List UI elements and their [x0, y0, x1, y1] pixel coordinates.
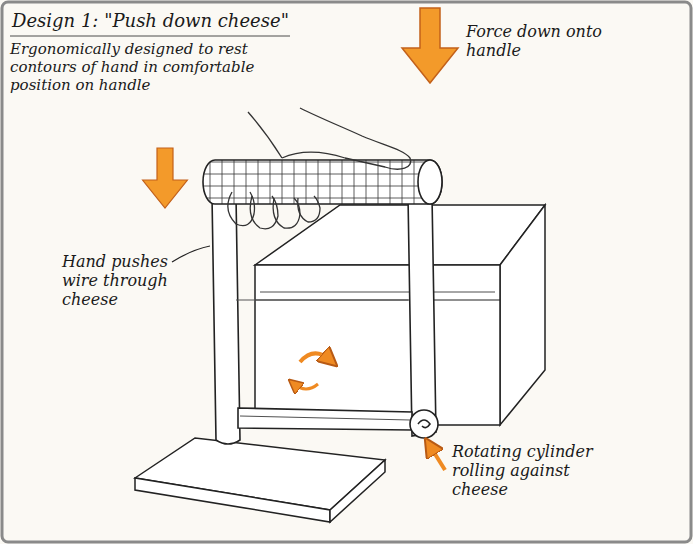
wire-note: Hand pushes wire through cheese [62, 252, 174, 310]
design-note: Ergonomically designed to rest contours … [10, 40, 300, 94]
cylinder-note: Rotating cylinder rolling against cheese [452, 442, 622, 500]
force-note: Force down onto handle [466, 22, 616, 60]
handle-frame [212, 196, 438, 444]
sketch-title: Design 1: "Push down cheese" [12, 10, 289, 32]
cheese-block [255, 205, 545, 425]
handle-grip [203, 160, 442, 204]
force-arrow [143, 8, 458, 208]
rotation-arrow [294, 353, 445, 470]
cheese-slice [135, 438, 385, 522]
hand [228, 108, 411, 229]
